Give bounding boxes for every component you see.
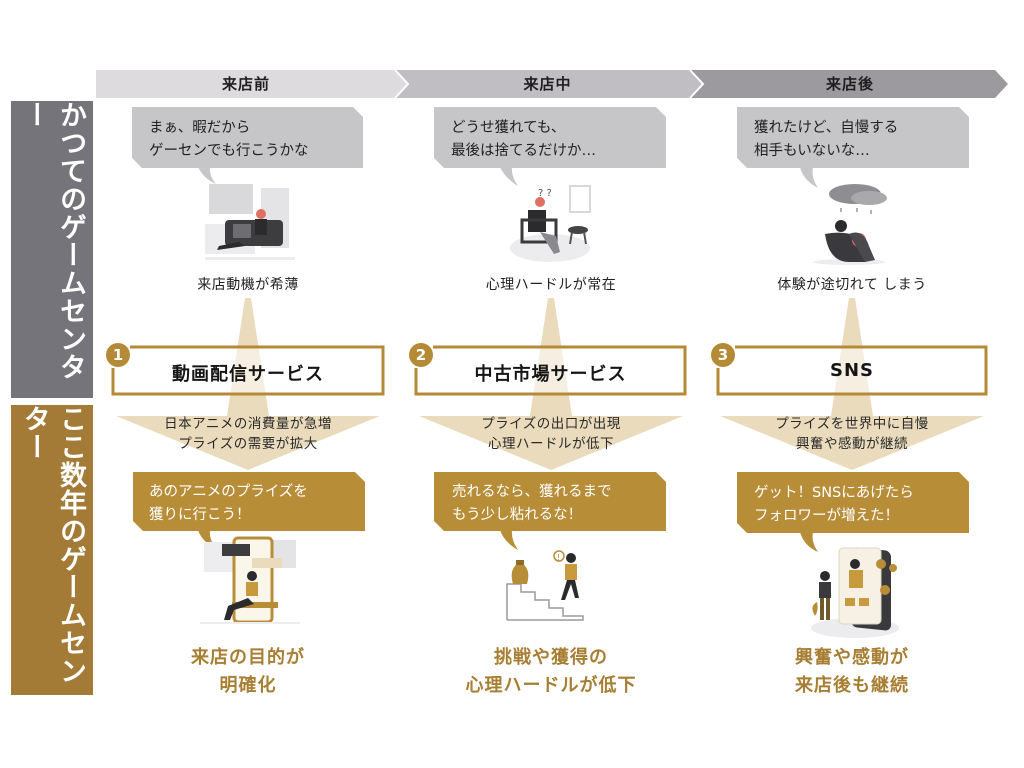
illustration-thinking-chair: ? ? [510, 185, 591, 262]
phase-before-visit: 来店前 [221, 75, 270, 93]
effect-line: 興奮や感動が継続 [796, 436, 908, 452]
service-box-col1 [111, 345, 385, 396]
service-name-col1: 動画配信サービス [172, 364, 324, 385]
gray-bubble-col2 [434, 107, 666, 186]
effect-col2: プライズの出口が出現 心理ハードルが低下 [433, 414, 669, 454]
outcome-line: 挑戦や獲得の [494, 647, 608, 668]
effect-line: 心理ハードルが低下 [488, 436, 614, 452]
outcome-line: 来店後も継続 [795, 675, 909, 696]
service-name-col2: 中古市場サービス [474, 364, 627, 385]
service-box-col3 [716, 345, 988, 396]
past-thought-col2: どうせ獲れても、 最後は捨てるだけか… [451, 117, 596, 163]
effect-col3: プライズを世界中に自慢 興奮や感動が継続 [734, 414, 970, 454]
effect-line: プライズの出口が出現 [481, 416, 621, 432]
outcome-col3: 興奮や感動が 来店後も継続 [734, 644, 970, 700]
phase-header-arrows [96, 69, 1008, 99]
svg-text:? ?: ? ? [538, 188, 552, 199]
illustration-smartphone-sitting [200, 536, 300, 624]
outcome-line: 来店の目的が [191, 647, 305, 668]
illustration-social-phone-highfive [811, 547, 899, 638]
outcome-line: 心理ハードルが低下 [465, 675, 637, 696]
thought-line: 獲れたけど、自慢する [754, 120, 899, 136]
gold-bubble-col2 [434, 472, 666, 550]
gold-bubble-col3 [737, 472, 969, 552]
thought-line: あのアニメのプライズを [149, 484, 308, 500]
sidebar-past-game-center: かつてのゲームセンター [11, 101, 93, 398]
sidebar-recent-label: ここ数年のゲームセンター [19, 405, 86, 685]
outcome-col2: 挑戦や獲得の 心理ハードルが低下 [425, 644, 677, 700]
step-number-1: 1 [106, 343, 130, 367]
thought-line: ゲーセンでも行こうかな [149, 143, 309, 159]
past-thought-col1: まぁ、暇だから ゲーセンでも行こうかな [149, 117, 309, 163]
thought-line: 相手もいないな… [754, 143, 870, 159]
effect-col1: 日本アニメの消費量が急増 プライズの需要が拡大 [130, 414, 366, 454]
thought-line: フォロワーが増えた！ [754, 508, 899, 524]
recent-thought-col2: 売れるなら、獲れるまで もう少し粘れるな！ [452, 481, 612, 527]
step-number-2: 2 [409, 343, 433, 367]
service-box-col2 [414, 345, 687, 396]
phase-after-visit: 来店後 [825, 75, 874, 93]
svg-text:!: ! [557, 553, 560, 562]
gray-bubble-col3 [737, 107, 969, 188]
effect-line: プライズの需要が拡大 [178, 436, 318, 452]
phase-during-visit: 来店中 [523, 75, 572, 93]
sidebar-recent-game-center: ここ数年のゲームセンター [11, 405, 93, 695]
illustration-sofa-laptop [205, 184, 295, 260]
gray-bubble-col1 [132, 107, 363, 184]
thought-line: 獲りに行こう！ [149, 507, 251, 523]
effect-line: プライズを世界中に自慢 [775, 416, 929, 432]
outcome-line: 明確化 [219, 675, 277, 696]
thought-line: ゲット！SNSにあげたら [754, 485, 914, 501]
thought-line: 最後は捨てるだけか… [451, 143, 596, 159]
past-thought-col3: 獲れたけど、自慢する 相手もいないな… [754, 117, 898, 163]
recent-thought-col3: ゲット！SNSにあげたら フォロワーが増えた！ [754, 482, 914, 528]
past-caption-col1: 来店動機が希薄 [197, 277, 299, 293]
illustration-sad-rain-cloud [813, 184, 887, 265]
thought-line: 売れるなら、獲れるまで [452, 484, 612, 500]
outcome-col1: 来店の目的が 明確化 [130, 644, 366, 700]
past-caption-col3: 体験が途切れて しまう [777, 277, 927, 293]
thought-line: もう少し粘れるな！ [452, 507, 583, 523]
recent-thought-col1: あのアニメのプライズを 獲りに行こう！ [149, 481, 308, 527]
thought-line: どうせ獲れても、 [451, 120, 566, 136]
sidebar-past-label: かつてのゲームセンター [19, 101, 86, 381]
service-name-col3: SNS [830, 360, 874, 381]
step-number-3: 3 [711, 343, 735, 367]
outcome-line: 興奮や感動が [795, 647, 909, 668]
thought-line: まぁ、暇だから [149, 120, 251, 136]
illustration-stairs-money-bag: ! [506, 550, 584, 621]
effect-line: 日本アニメの消費量が急増 [164, 416, 332, 432]
past-caption-col2: 心理ハードルが常在 [485, 277, 617, 293]
